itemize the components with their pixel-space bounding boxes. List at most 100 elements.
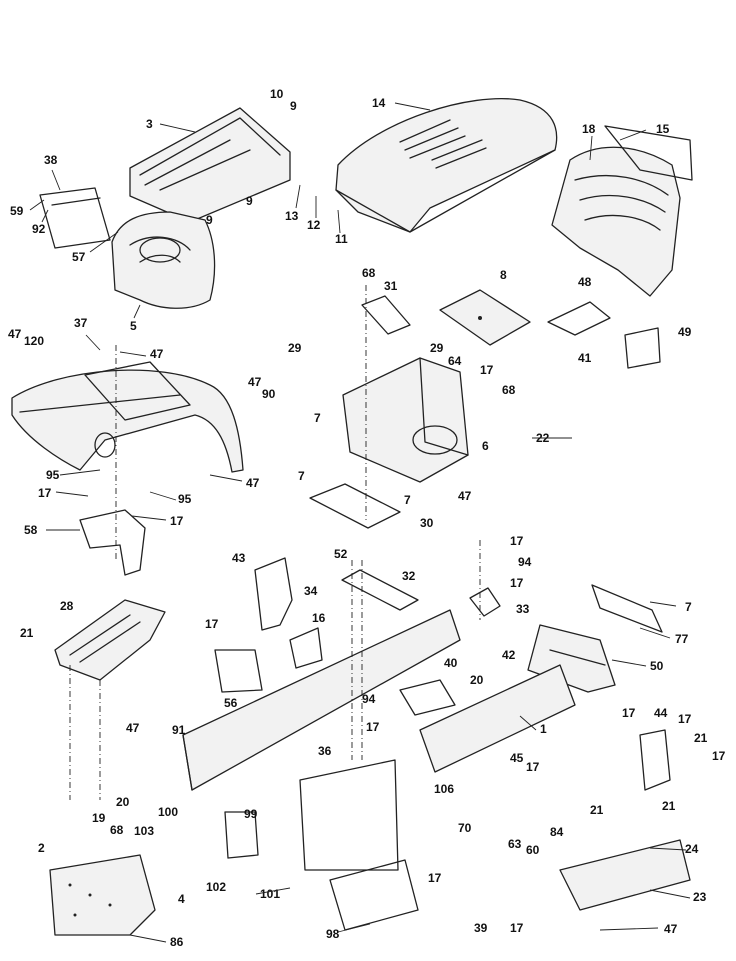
callout-37: 37 <box>74 316 88 330</box>
callout-4: 4 <box>178 892 185 906</box>
bracket-40-part <box>399 679 456 716</box>
callout-16: 16 <box>312 611 326 625</box>
callout-45: 45 <box>510 751 524 765</box>
callout-30: 30 <box>420 516 434 530</box>
callout-100: 100 <box>158 805 178 819</box>
bracket-44-part <box>639 729 671 791</box>
callout-1: 1 <box>540 722 547 736</box>
callout-58: 58 <box>24 523 38 537</box>
callout-5: 5 <box>130 319 137 333</box>
callout-63: 63 <box>508 837 522 851</box>
callout-101: 101 <box>260 887 280 901</box>
callout-102: 102 <box>206 880 226 894</box>
callout-10: 10 <box>270 87 284 101</box>
fuel-tank-part <box>111 211 216 309</box>
callout-94b: 94 <box>362 692 376 706</box>
callout-103: 103 <box>134 824 154 838</box>
assembly-lines <box>69 285 481 800</box>
callout-47e: 47 <box>458 489 472 503</box>
callout-106: 106 <box>434 782 454 796</box>
callout-2: 2 <box>38 841 45 855</box>
axle-support-part <box>299 759 399 871</box>
callout-95b: 95 <box>178 492 192 506</box>
hood-part <box>335 98 558 233</box>
callout-47d: 47 <box>246 476 260 490</box>
frame-rail-91-part <box>182 609 461 791</box>
callout-59: 59 <box>10 204 24 218</box>
callout-57: 57 <box>72 250 86 264</box>
callout-38: 38 <box>44 153 58 167</box>
callout-20: 20 <box>470 673 484 687</box>
callout-29b: 29 <box>430 341 444 355</box>
callout-90: 90 <box>262 387 276 401</box>
callout-44: 44 <box>654 706 668 720</box>
callout-17i: 17 <box>678 712 692 726</box>
callout-41: 41 <box>578 351 592 365</box>
callout-7c: 7 <box>404 493 411 507</box>
callout-15: 15 <box>656 122 670 136</box>
callout-86: 86 <box>170 935 184 949</box>
plate-30-part <box>309 483 401 529</box>
callout-7d: 7 <box>685 600 692 614</box>
callout-3: 3 <box>146 117 153 131</box>
callout-40: 40 <box>444 656 458 670</box>
callout-29: 29 <box>288 341 302 355</box>
callout-17l: 17 <box>428 871 442 885</box>
callout-11: 11 <box>335 232 348 246</box>
callout-52: 52 <box>334 547 348 561</box>
bracket-99-part <box>224 811 259 859</box>
dash-support-part <box>342 357 469 483</box>
callout-17h: 17 <box>366 720 380 734</box>
callout-47c: 47 <box>248 375 262 389</box>
callout-21d: 21 <box>662 799 676 813</box>
callout-42: 42 <box>502 648 516 662</box>
callout-9: 9 <box>290 99 297 113</box>
callout-23: 23 <box>693 890 707 904</box>
callout-8: 8 <box>500 268 507 282</box>
seat-pan-part <box>11 361 244 473</box>
callout-34: 34 <box>304 584 318 598</box>
bracket-33-part <box>469 587 501 617</box>
callout-18: 18 <box>582 122 596 136</box>
footrest-28-part <box>54 599 166 681</box>
callout-17m: 17 <box>510 921 524 935</box>
pedal-16-part <box>289 627 323 669</box>
callout-21: 21 <box>20 626 34 640</box>
callout-68: 68 <box>362 266 376 280</box>
callout-28: 28 <box>60 599 74 613</box>
deflector-2-part <box>49 854 156 936</box>
callout-47b: 47 <box>150 347 164 361</box>
seat-bracket-58-part <box>79 509 146 576</box>
callout-50: 50 <box>650 659 664 673</box>
callout-60: 60 <box>526 843 540 857</box>
callout-24: 24 <box>685 842 699 856</box>
callout-56: 56 <box>224 696 238 710</box>
callout-64: 64 <box>448 354 462 368</box>
bracket-34-part <box>341 569 419 611</box>
callout-9c: 9 <box>246 194 253 208</box>
dash-panel-part <box>129 107 291 223</box>
callout-47g: 47 <box>664 922 678 936</box>
callout-43: 43 <box>232 551 246 565</box>
callout-91: 91 <box>172 723 186 737</box>
bracket-31-part <box>361 295 411 335</box>
callout-20b: 20 <box>116 795 130 809</box>
callout-17k: 17 <box>526 760 540 774</box>
callout-13: 13 <box>285 209 299 223</box>
callout-48: 48 <box>578 275 592 289</box>
callout-92: 92 <box>32 222 46 236</box>
callout-36: 36 <box>318 744 332 758</box>
callout-70: 70 <box>458 821 472 835</box>
callout-49: 49 <box>678 325 692 339</box>
bumper-7-part <box>591 584 663 633</box>
callout-6: 6 <box>482 439 489 453</box>
front-axle-24-part <box>559 839 691 911</box>
callout-84: 84 <box>550 825 564 839</box>
leader-lines <box>29 102 691 943</box>
callout-99: 99 <box>244 807 258 821</box>
callout-labels: 3 10 9 14 18 15 38 59 92 57 5 9 9 13 12 … <box>8 87 726 949</box>
callout-39: 39 <box>474 921 488 935</box>
bracket-38-part <box>39 187 111 249</box>
callout-120: 120 <box>24 334 44 348</box>
grille-part <box>551 125 693 297</box>
